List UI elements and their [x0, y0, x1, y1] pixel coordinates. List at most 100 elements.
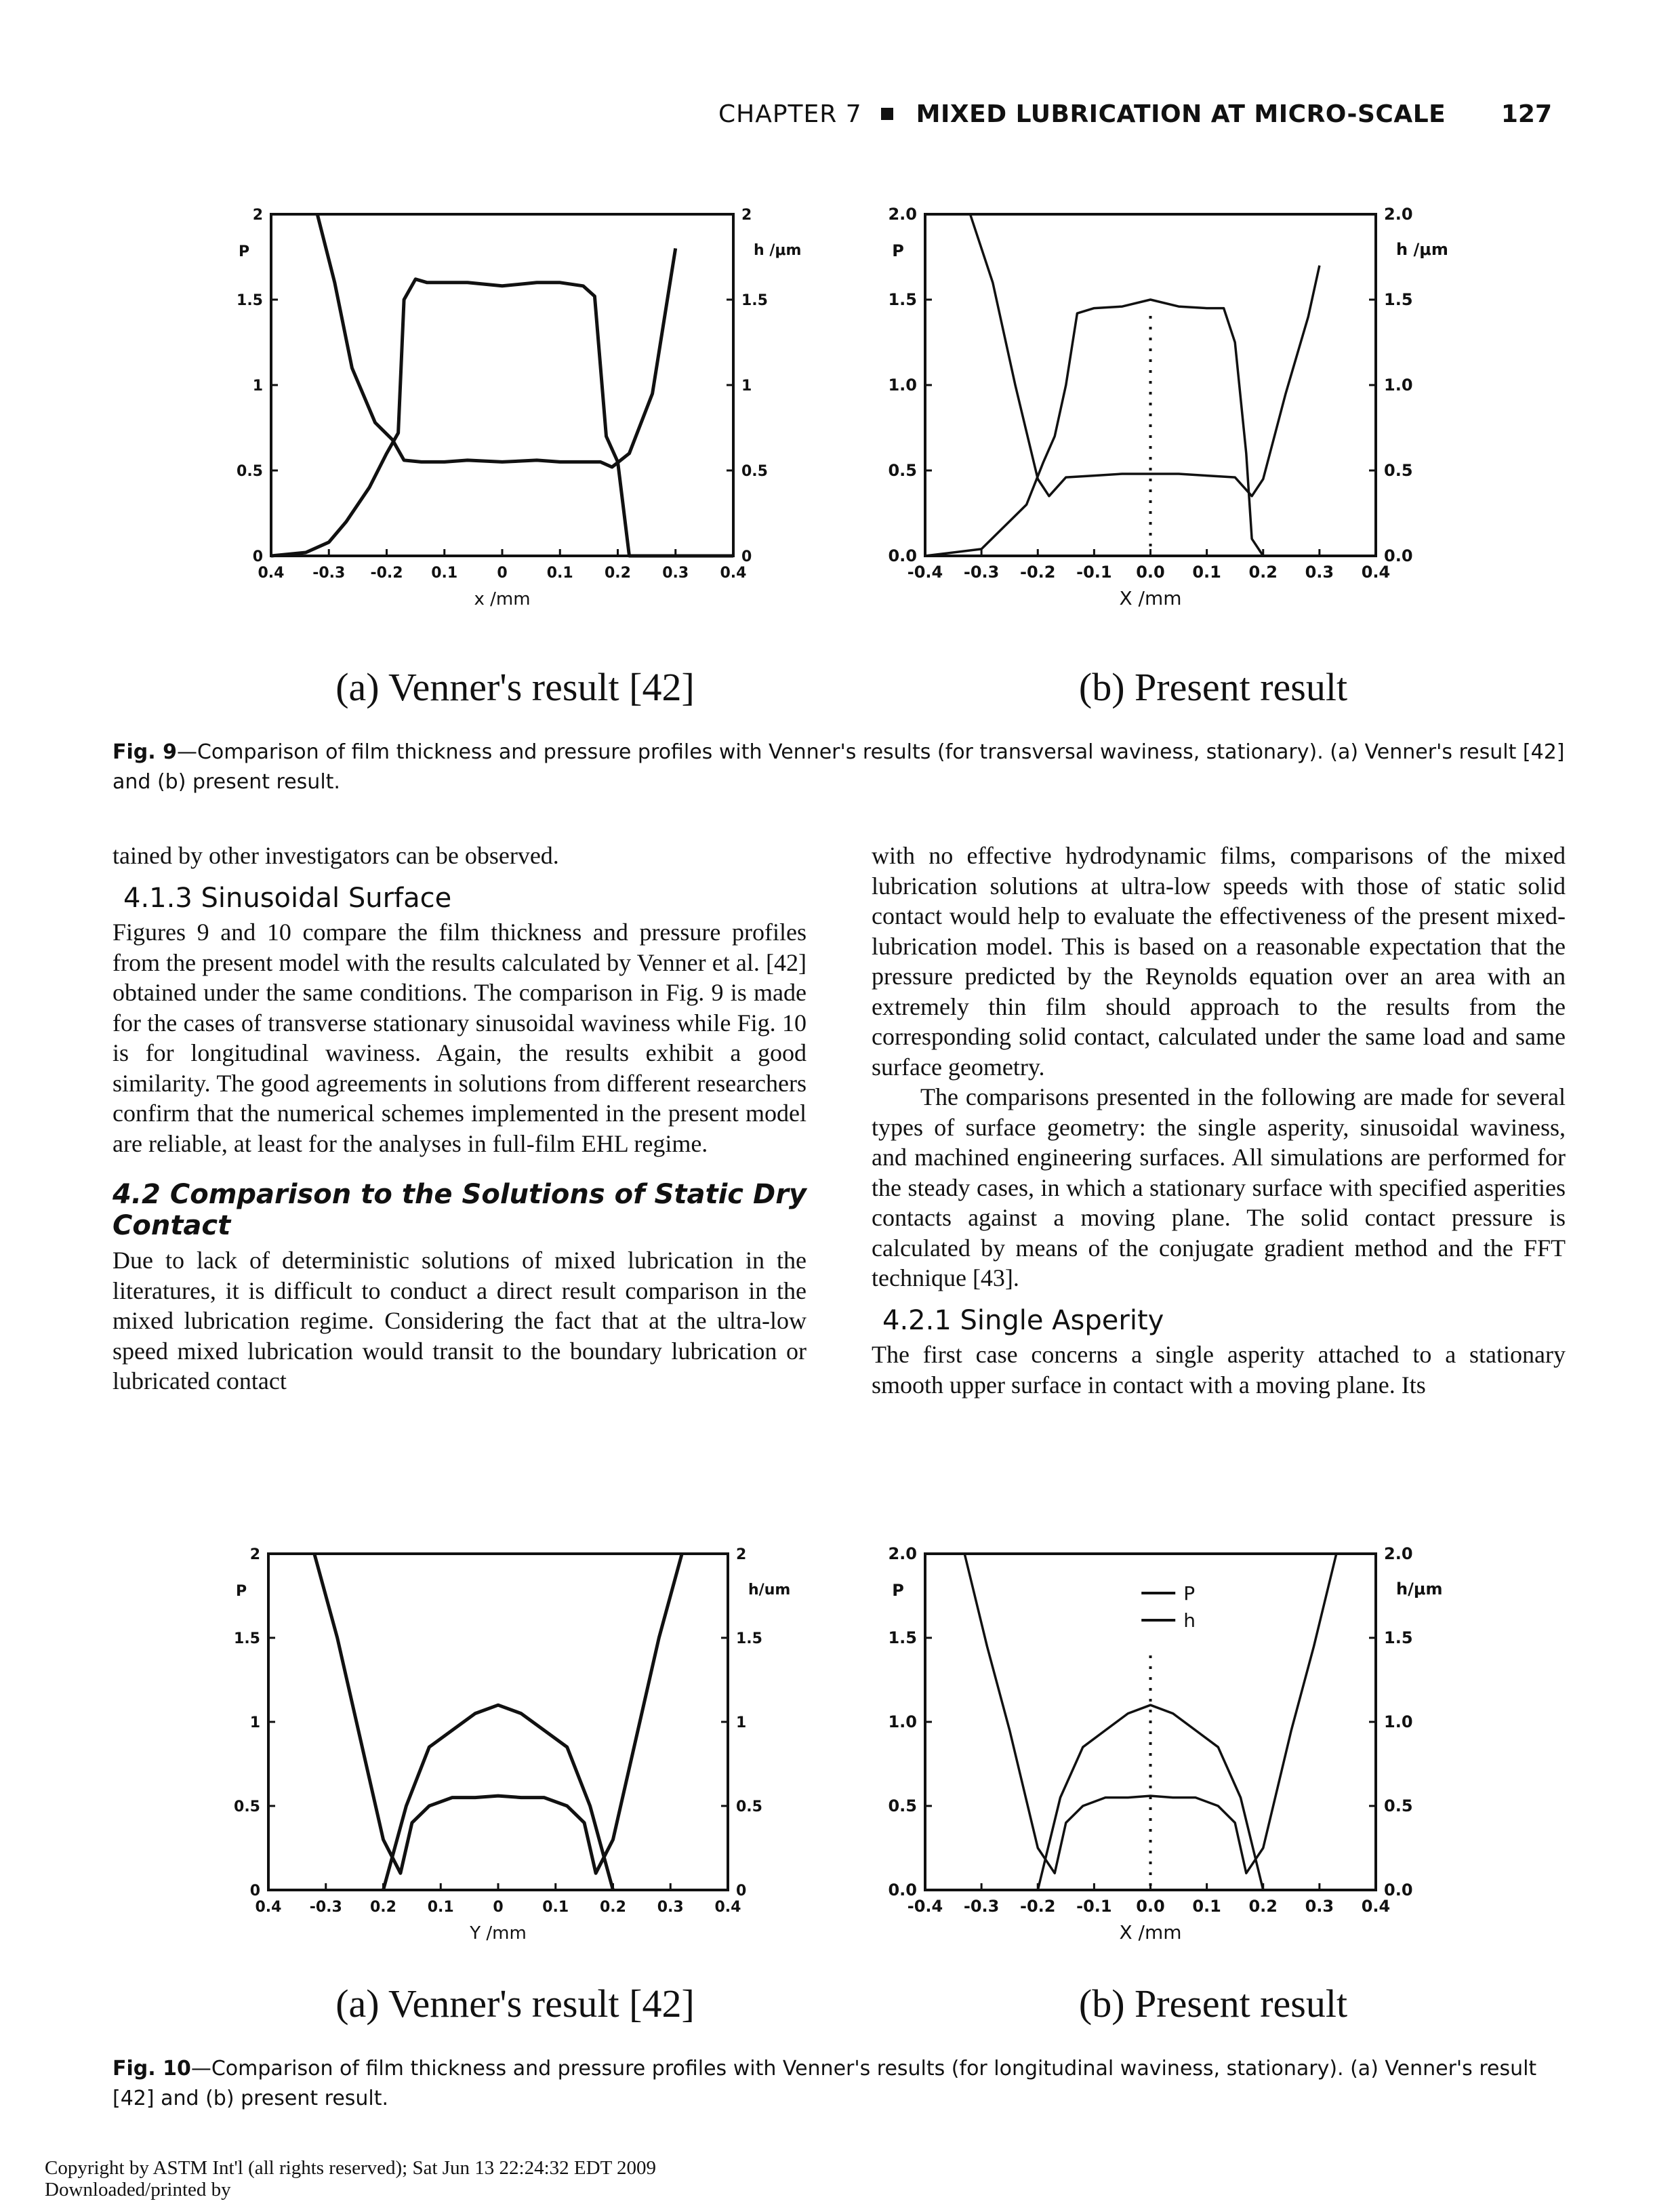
legend-label: P [1183, 1582, 1195, 1605]
footer-download: Downloaded/printed by [45, 2179, 231, 2200]
x-tick-label: 0.4 [258, 565, 285, 582]
series-line-1 [315, 214, 678, 469]
y-tick-label: 2.0 [888, 205, 917, 224]
y2-tick-label: 2 [741, 207, 752, 224]
x-tick-label: 0.3 [657, 1899, 684, 1916]
fig9-chart-b: -0.4 -0.3 -0.2 -0.1 0.0 0.1 0.2 0.3 0.4 0.0 0.5 1.0… [888, 205, 1448, 609]
chapter-title: MIXED LUBRICATION AT MICRO-SCALE [916, 100, 1446, 128]
right-paragraph-2: The comparisons presented in the followi… [872, 1083, 1566, 1291]
plot-frame [267, 1552, 729, 1891]
square-bullet-icon [880, 108, 893, 120]
x-tick-label: -0.4 [907, 1897, 943, 1916]
fig9-caption-text: —Comparison of film thickness and pressu… [113, 740, 1565, 794]
series-line-0 [1036, 1704, 1265, 1891]
y-tick-label: 0.0 [888, 1881, 917, 1899]
y-axis-label: P [892, 1581, 904, 1600]
y-tick-label: 1.5 [888, 1628, 917, 1647]
y-tick-label: 1 [253, 378, 263, 395]
x-tick-label: 0.1 [428, 1899, 454, 1916]
x-tick-label: -0.2 [1020, 563, 1055, 582]
x-tick-label: 0.2 [370, 1899, 396, 1916]
left-paragraph-1: Figures 9 and 10 compare the film thickn… [113, 919, 807, 1157]
y-axis-label: P [239, 243, 249, 260]
x-tick-label: 0.1 [547, 565, 573, 582]
y-tick-label: 0.5 [234, 1798, 260, 1815]
x-tick-label: 0.1 [431, 565, 457, 582]
x-tick-label: 0.4 [1362, 563, 1391, 582]
y2-tick-label: 1 [741, 378, 752, 395]
x-tick-label: 0.4 [715, 1899, 741, 1916]
footer: Copyright by ASTM Int'l (all rights rese… [45, 2157, 656, 2200]
x-tick-label: 0.4 [1362, 1897, 1391, 1916]
x-tick-label: -0.3 [964, 1897, 999, 1916]
y-tick-label: 1.0 [888, 376, 917, 395]
y2-tick-label: 1 [736, 1714, 746, 1731]
x-tick-label: 0.3 [662, 565, 689, 582]
y-axis-label: P [892, 241, 904, 260]
x-axis-label: X /mm [1119, 1921, 1181, 1944]
y-tick-label: 0 [250, 1883, 260, 1899]
plot-frame [924, 213, 1377, 557]
y2-tick-label: 0.5 [741, 463, 768, 480]
y-tick-label: 0.0 [888, 546, 917, 565]
x-tick-label: -0.1 [1076, 1897, 1111, 1916]
x-tick-label: 0.2 [605, 565, 631, 582]
x-tick-label: 0.1 [542, 1899, 569, 1916]
fig10-panel-a-caption: (a) Venner's result [42] [335, 1982, 695, 2026]
x-tick-label: -0.3 [964, 563, 999, 582]
x-tick-label: 0.0 [1136, 1897, 1165, 1916]
x-tick-label: 0.1 [1192, 563, 1221, 582]
series-line-0 [924, 298, 1376, 557]
right-column: with no effective hydrodynamic films, co… [872, 841, 1566, 1400]
x-tick-label: -0.2 [1020, 1897, 1055, 1916]
y2-axis-label: h/um [748, 1582, 790, 1598]
x-tick-label: 0.3 [1305, 1897, 1334, 1916]
series-line-0 [270, 277, 733, 558]
fig9-panel-b-caption: (b) Present result [1078, 665, 1348, 709]
y2-tick-label: 0.0 [1384, 1881, 1413, 1899]
left-paragraph-2: Due to lack of deterministic solutions o… [113, 1247, 807, 1394]
series-line-1 [968, 214, 1321, 498]
y2-tick-label: 2.0 [1384, 1544, 1413, 1563]
y-tick-label: 1.0 [888, 1712, 917, 1731]
subsection-heading-4-1-3: 4.1.3 Sinusoidal Surface [123, 882, 452, 914]
y-tick-label: 1.5 [888, 290, 917, 309]
y2-tick-label: 2.0 [1384, 205, 1413, 224]
y-tick-label: 1.5 [234, 1630, 260, 1647]
x-tick-label: 0.2 [1248, 1897, 1278, 1916]
chapter-label: CHAPTER 7 [718, 100, 862, 128]
y-tick-label: 2.0 [888, 1544, 917, 1563]
y2-tick-label: 0.5 [1384, 461, 1413, 480]
y-tick-label: 0.5 [237, 463, 263, 480]
y-tick-label: 0.5 [888, 1796, 917, 1815]
y2-tick-label: 0.5 [736, 1798, 762, 1815]
x-tick-label: -0.3 [312, 565, 345, 582]
legend-label: h [1183, 1609, 1196, 1632]
y2-axis-label: h /μm [1396, 240, 1448, 259]
y-axis-label: P [236, 1583, 247, 1600]
series-line-1 [963, 1553, 1338, 1874]
series-line-0 [312, 1553, 684, 1875]
y2-tick-label: 0.5 [1384, 1796, 1413, 1815]
y2-tick-label: 1.5 [1384, 1628, 1413, 1647]
x-tick-label: -0.4 [907, 563, 943, 582]
y2-tick-label: 1.5 [1384, 290, 1413, 309]
fig9-caption-label: Fig. 9 [113, 740, 177, 764]
x-tick-label: 0.2 [1248, 563, 1278, 582]
left-lead-paragraph: tained by other investigators can be obs… [113, 842, 559, 869]
x-tick-label: 0.2 [600, 1899, 626, 1916]
fig9-caption: Fig. 9—Comparison of film thickness and … [113, 738, 1566, 797]
y2-axis-label: h /μm [754, 242, 801, 259]
x-tick-label: -0.1 [1076, 563, 1111, 582]
x-axis-label: x /mm [474, 589, 530, 609]
fig9-panel-a-caption: (a) Venner's result [42] [335, 665, 695, 709]
fig10-caption: Fig. 10—Comparison of film thickness and… [113, 2054, 1566, 2114]
y-tick-label: 1.5 [237, 292, 263, 309]
y2-tick-label: 1.0 [1384, 376, 1413, 395]
x-axis-label: Y /mm [469, 1923, 527, 1944]
x-tick-label: 0.0 [1136, 563, 1165, 582]
x-tick-label: 0.3 [1305, 563, 1334, 582]
